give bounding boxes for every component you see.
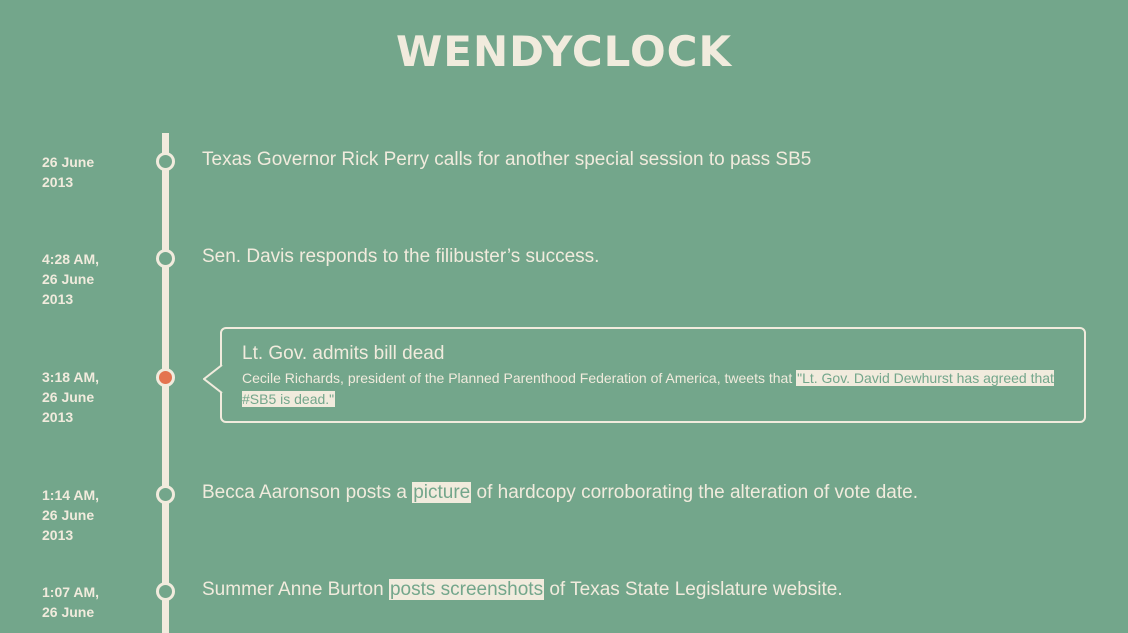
entry-headline: Becca Aaronson posts a picture of hardco… <box>202 481 918 505</box>
entry-timestamp: 3:18 AM, 26 June 2013 <box>42 369 100 425</box>
headline-text: of hardcopy corroborating the alteration… <box>471 482 918 503</box>
entry-timestamp: 26 June 2013 <box>42 154 95 190</box>
screenshots-link[interactable]: posts screenshots <box>388 579 545 600</box>
entry-timestamp: 4:28 AM, 26 June 2013 <box>42 251 100 307</box>
entry-headline[interactable]: Sen. Davis responds to the filibuster’s … <box>202 246 600 267</box>
entry-timestamp: 1:14 AM, 26 June 2013 <box>42 487 100 543</box>
picture-link[interactable]: picture <box>412 482 472 503</box>
timeline-dot[interactable] <box>156 249 175 268</box>
site-title: WENDYCLOCK <box>395 27 733 76</box>
entry-body: Cecile Richards, president of the Planne… <box>242 368 1072 410</box>
timeline-dot[interactable] <box>156 582 175 601</box>
entry-headline: Lt. Gov. admits bill dead <box>242 343 445 364</box>
headline-text: Becca Aaronson posts a <box>202 482 413 503</box>
headline-text: Summer Anne Burton <box>202 579 389 600</box>
headline-text: of Texas State Legislature website. <box>544 579 843 600</box>
timeline-dot[interactable] <box>156 152 175 171</box>
timeline-dot[interactable] <box>156 485 175 504</box>
timeline-dot-active[interactable] <box>156 368 175 387</box>
entry-body-text: Cecile Richards, president of the Planne… <box>242 370 797 386</box>
entry-headline[interactable]: Texas Governor Rick Perry calls for anot… <box>202 149 812 170</box>
entry-timestamp: 1:07 AM, 26 June <box>42 584 100 620</box>
entry-headline: Summer Anne Burton posts screenshots of … <box>202 578 843 602</box>
